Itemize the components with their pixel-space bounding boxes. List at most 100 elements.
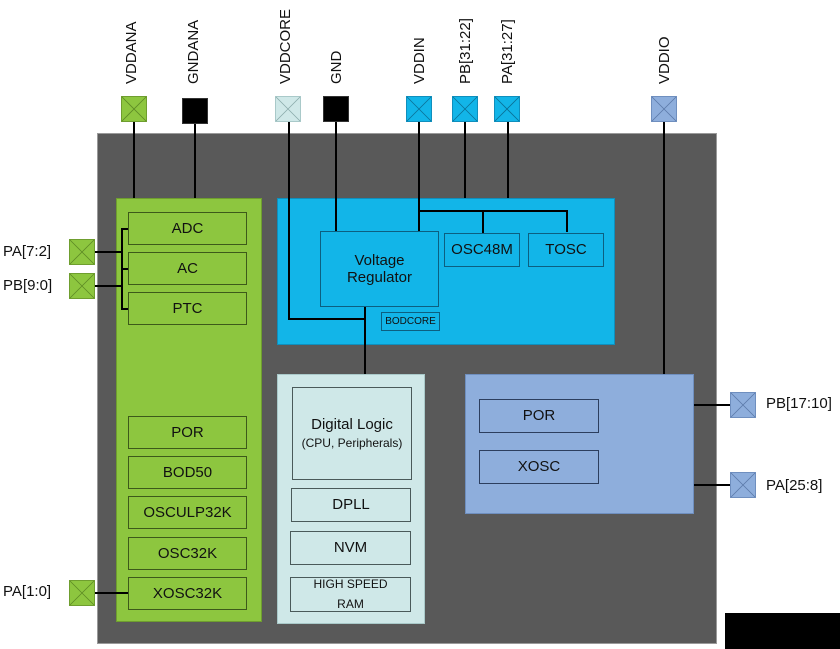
pad-cross-icon <box>494 96 520 122</box>
pin-label-pa7-2: PA[7:2] <box>3 243 52 260</box>
bod50-block: BOD50 <box>128 456 247 489</box>
pad-vddana <box>121 96 147 122</box>
nvm-block: NVM <box>290 531 411 565</box>
wire-vddio <box>663 122 665 375</box>
pad-pa25-8 <box>730 472 756 498</box>
pin-label-pa25-8: PA[25:8] <box>766 477 823 494</box>
voltage-regulator-block: Voltage Regulator <box>320 231 439 307</box>
pad-cross-icon <box>121 96 147 122</box>
por-analog-block: POR <box>128 416 247 449</box>
wire-pb17-10 <box>694 404 730 406</box>
adc-label: ADC <box>171 219 204 237</box>
ground-pad-icon <box>182 98 208 124</box>
osc48m-label: OSC48M <box>451 241 513 259</box>
wire-bus-tosc <box>566 210 568 232</box>
core-power-domain <box>277 374 425 624</box>
wire-gnd <box>335 122 337 232</box>
wire-vddin-bus <box>418 210 568 212</box>
xosc32k-label: XOSC32K <box>152 584 223 602</box>
wire-vddcore-inner <box>288 198 290 320</box>
pad-gnd <box>323 96 349 122</box>
wire-bus-ptc <box>121 308 128 310</box>
io-power-domain <box>465 374 694 514</box>
xosc-block: XOSC <box>479 450 599 484</box>
por-io-block: POR <box>479 399 599 433</box>
pad-cross-icon <box>651 96 677 122</box>
wire-vddin-inner <box>418 198 420 231</box>
osc32k-block: OSC32K <box>128 537 247 570</box>
analog-power-domain <box>116 198 262 622</box>
wire-bus-adc <box>121 228 128 230</box>
ground-pad-icon <box>323 96 349 122</box>
pad-cross-icon <box>452 96 478 122</box>
pad-pa31-27 <box>494 96 520 122</box>
pin-label-gnd: GND <box>328 50 345 84</box>
ac-label: AC <box>177 259 198 277</box>
wire-bus-osc48m <box>482 210 484 234</box>
wire-gndana <box>194 122 196 199</box>
pin-label-vddana: VDDANA <box>123 21 140 84</box>
pin-label-vddcore: VDDCORE <box>277 8 294 84</box>
pad-vddin <box>406 96 432 122</box>
wire-pb9-0 <box>95 285 122 287</box>
bod50-label: BOD50 <box>162 463 213 481</box>
voltage-regulator-label-2: Regulator <box>346 269 413 286</box>
pin-label-pb31-22: PB[31:22] <box>457 18 474 84</box>
wire-bus-ac <box>121 268 128 270</box>
nvm-label: NVM <box>333 539 368 557</box>
osculp32k-label: OSCULP32K <box>143 503 232 521</box>
pad-cross-icon <box>730 472 756 498</box>
regulator-power-domain <box>277 198 615 345</box>
pin-label-pa1-0: PA[1:0] <box>3 583 52 600</box>
wire-gnd-inner <box>335 198 337 231</box>
ram-label-2: RAM <box>337 596 364 611</box>
wire-pb31-22 <box>464 122 466 198</box>
osc32k-label: OSC32K <box>157 544 218 562</box>
wire-pa1-0 <box>95 592 128 594</box>
bodcore-label: BODCORE <box>385 315 436 327</box>
wire-vddcore-to-reg <box>288 318 366 320</box>
pin-label-pa31-27: PA[31:27] <box>499 19 516 84</box>
pin-label-pb17-10: PB[17:10] <box>766 395 832 412</box>
digital-logic-sublabel: (CPU, Peripherals) <box>301 436 403 451</box>
pin-label-gndana: GNDANA <box>185 19 202 84</box>
wire-vddin <box>418 122 420 232</box>
tosc-label: TOSC <box>545 241 587 259</box>
osc48m-block: OSC48M <box>444 233 520 267</box>
pad-cross-icon <box>69 580 95 606</box>
wire-pa7-2 <box>95 251 122 253</box>
digital-logic-block: Digital Logic (CPU, Peripherals) <box>292 387 412 480</box>
black-ground-box <box>725 613 840 649</box>
voltage-regulator-label-1: Voltage <box>354 251 405 269</box>
ptc-block: PTC <box>128 292 247 325</box>
pin-label-pb9-0: PB[9:0] <box>3 277 53 294</box>
wire-reg-to-core <box>364 306 366 376</box>
pad-pa1-0 <box>69 580 95 606</box>
adc-block: ADC <box>128 212 247 245</box>
pin-label-vddin: VDDIN <box>411 37 428 84</box>
bodcore-block: BODCORE <box>381 312 440 331</box>
pad-cross-icon <box>69 239 95 265</box>
pad-vddio <box>651 96 677 122</box>
pad-cross-icon <box>406 96 432 122</box>
ram-label-1: HIGH SPEED <box>313 577 388 592</box>
dpll-block: DPLL <box>291 488 411 522</box>
wire-pa25-8 <box>694 484 730 486</box>
xosc-label: XOSC <box>517 458 561 476</box>
pin-label-vddio: VDDIO <box>656 36 673 84</box>
ptc-label: PTC <box>172 299 203 317</box>
digital-logic-label: Digital Logic <box>311 415 393 433</box>
ac-block: AC <box>128 252 247 285</box>
wire-vddana <box>133 122 135 199</box>
high-speed-ram-block: HIGH SPEED RAM <box>290 577 411 612</box>
pad-pb31-22 <box>452 96 478 122</box>
pad-pb17-10 <box>730 392 756 418</box>
pad-cross-icon <box>69 273 95 299</box>
dpll-label: DPLL <box>332 496 370 514</box>
wire-pa31-27 <box>507 122 509 198</box>
osculp32k-block: OSCULP32K <box>128 496 247 529</box>
pad-cross-icon <box>275 96 301 122</box>
pad-gndana <box>182 98 208 124</box>
por-io-label: POR <box>522 407 556 425</box>
pad-pb9-0 <box>69 273 95 299</box>
